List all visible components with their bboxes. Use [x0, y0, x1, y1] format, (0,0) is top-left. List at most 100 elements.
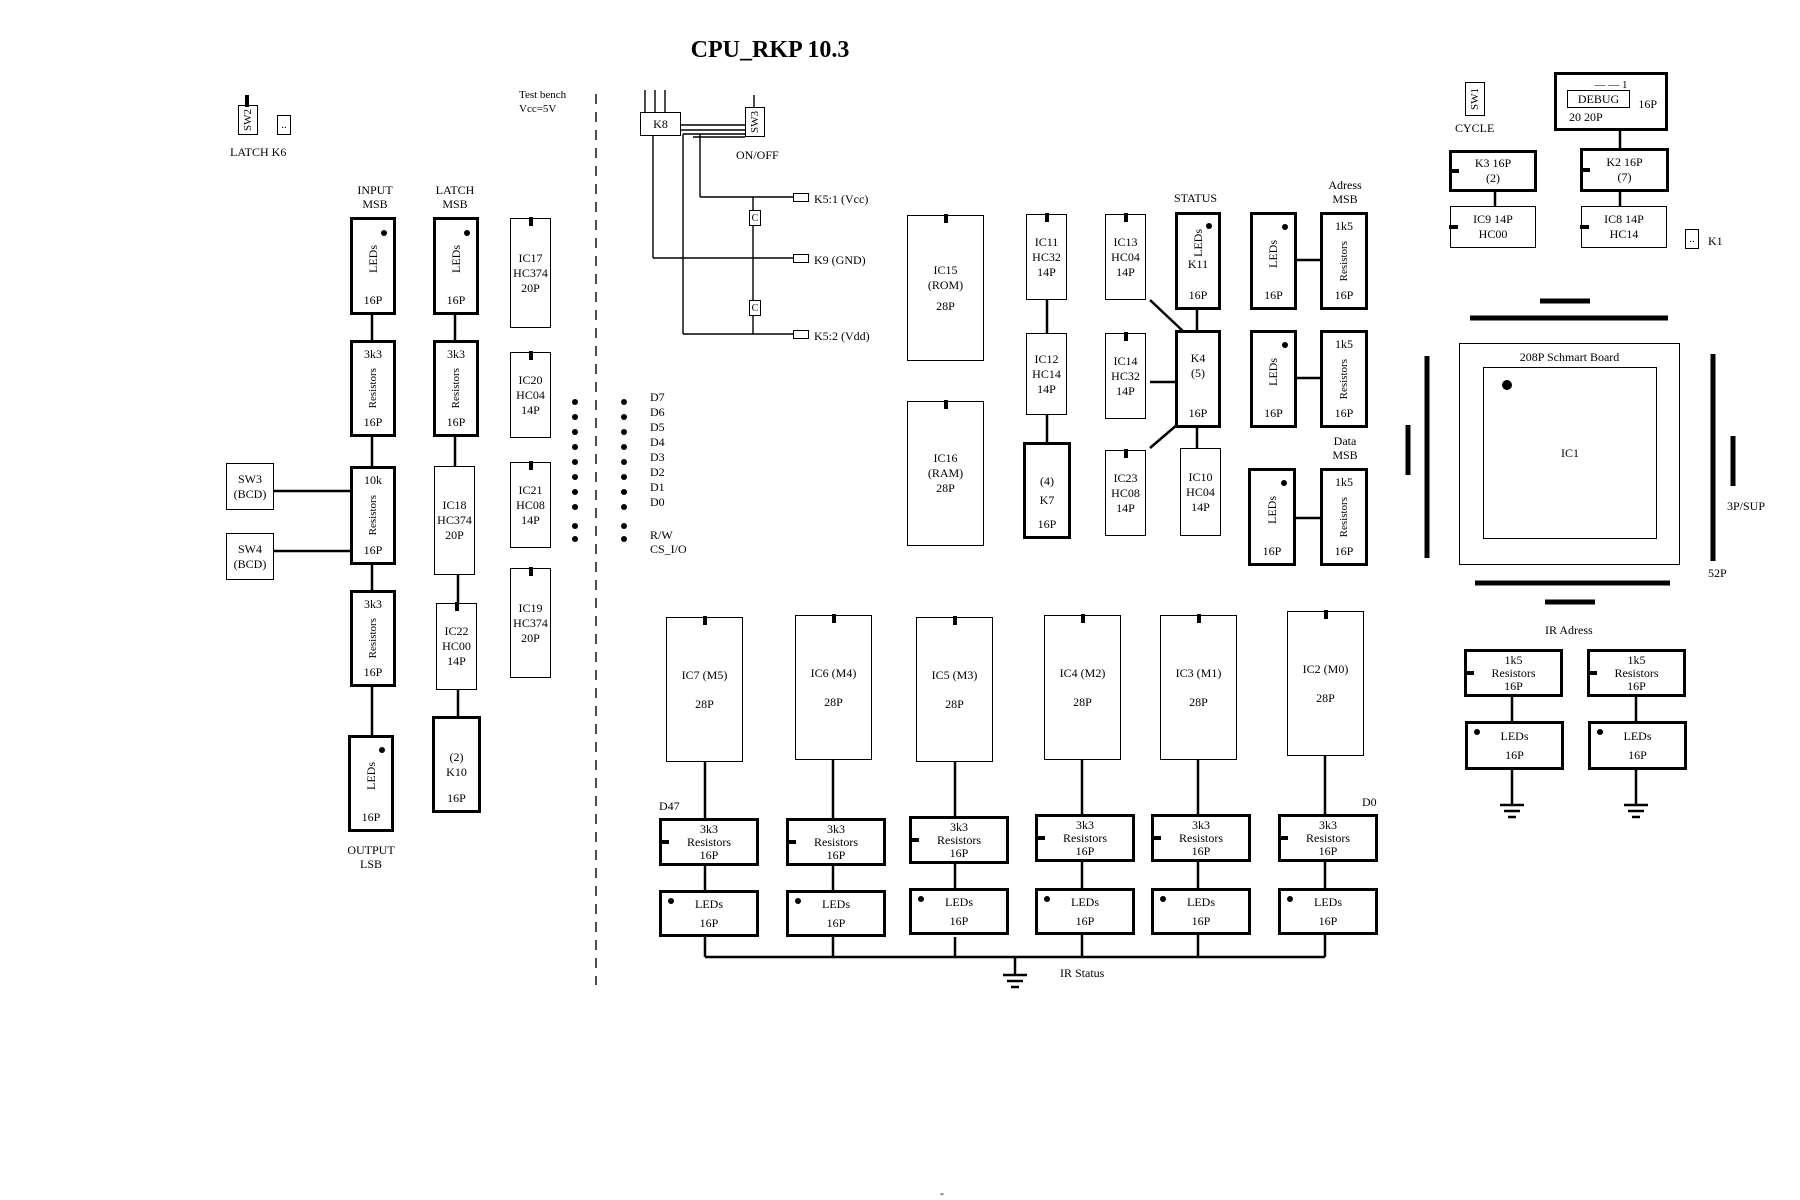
- bus-pin: [572, 536, 578, 542]
- resistors-label: Resistors: [936, 832, 981, 847]
- input-leds: LEDs 16P: [350, 217, 396, 315]
- ir-adress-resistors-2: 1k5 Resistors 16P: [1587, 649, 1686, 697]
- ic-pins: 14P: [1037, 264, 1056, 279]
- bus-pin: [572, 523, 578, 529]
- ic-pins: 20P: [521, 630, 540, 645]
- capacitor-1: C: [749, 210, 761, 226]
- debug-label: DEBUG: [1577, 91, 1620, 106]
- sw1-cycle-switch[interactable]: SW1: [1465, 82, 1485, 116]
- sw2-switch[interactable]: SW2: [238, 105, 258, 135]
- m5-leds: LEDs 16P: [659, 890, 759, 937]
- k7-connector: (4) K7 16P: [1023, 442, 1071, 539]
- output-lsb-header: OUTPUT LSB: [345, 843, 397, 871]
- pin1-dot: [1282, 224, 1288, 230]
- m1-resistors: 3k3 Resistors 16P: [1151, 814, 1251, 862]
- pin1-dot: [1160, 896, 1166, 902]
- pin1-notch: [528, 567, 533, 576]
- leds-label: LEDs: [695, 896, 723, 911]
- latch-resistors: 3k3 Resistors 16P: [433, 340, 479, 437]
- pin1-notch: [454, 602, 459, 611]
- vcc-5v-label: Vcc=5V: [519, 103, 557, 115]
- conn-pins: 16P: [1188, 406, 1208, 420]
- ic-pins: 28P: [1316, 690, 1335, 705]
- ic-type: HC04: [1186, 484, 1215, 499]
- conn-count: (5): [1191, 366, 1205, 380]
- ic-type: HC374: [513, 615, 548, 630]
- ic16-ram: IC16 (RAM) 28P: [907, 400, 984, 546]
- switch-name: SW3: [238, 471, 262, 486]
- sw3-power-switch[interactable]: SW3: [745, 107, 765, 137]
- pin1-notch: [528, 217, 533, 226]
- bus-pin: [621, 444, 627, 450]
- pins-label: 16P: [1191, 913, 1211, 928]
- bus-pin: [572, 504, 578, 510]
- pins-label: 16P: [699, 847, 719, 862]
- schmart-board-label: 208P Schmart Board: [1519, 350, 1620, 364]
- pins-label: 16P: [1505, 747, 1524, 762]
- sw3-bcd-switch[interactable]: SW3 (BCD): [226, 463, 274, 510]
- ic-pins: 14P: [1116, 383, 1135, 398]
- conn-name: K11: [1187, 256, 1209, 271]
- value-label: 10k: [364, 473, 382, 487]
- resistors-label: Resistors: [449, 368, 462, 409]
- m0-leds: LEDs 16P: [1278, 888, 1378, 935]
- conn-pins: 16P: [1037, 517, 1057, 531]
- ic-type: HC04: [1111, 249, 1140, 264]
- status-leds-k11: LEDs K11 16P: [1175, 212, 1221, 310]
- ic21-chip: IC21 HC08 14P: [510, 461, 551, 548]
- leds-label: LEDs: [1187, 894, 1215, 909]
- m3-resistors: 3k3 Resistors 16P: [909, 816, 1009, 864]
- pins-label: 16P: [363, 665, 383, 679]
- pin1-notch: [910, 838, 919, 842]
- resistors-label: Resistors: [1491, 665, 1536, 680]
- pins-label: 16P: [826, 847, 846, 862]
- resistors-label: Resistors: [1305, 830, 1350, 845]
- conn-name: K3 16P: [1474, 156, 1512, 170]
- adress-lsb-resistors: 1k5 Resistors 16P: [1320, 330, 1368, 428]
- conn-name: K8: [653, 116, 668, 131]
- ic-pins: 14P: [521, 402, 540, 417]
- conn-name: K7: [1039, 492, 1055, 507]
- ic-pins: 28P: [824, 694, 843, 709]
- data-msb-header: Data MSB: [1322, 434, 1368, 462]
- switch-name: SW3: [748, 111, 761, 133]
- bus-pin: [572, 474, 578, 480]
- sw4-bcd-switch[interactable]: SW4 (BCD): [226, 533, 274, 580]
- ic-name: IC16: [933, 451, 958, 465]
- debug-button[interactable]: DEBUG: [1567, 90, 1630, 108]
- pin1-dot: [381, 230, 387, 236]
- resistors-label: Resistors: [1614, 665, 1659, 680]
- ic-name: IC1: [1561, 445, 1579, 460]
- pin1-dot: [1282, 342, 1288, 348]
- ic-name: IC18: [442, 498, 467, 512]
- bus-pin: [572, 489, 578, 495]
- switch-name: SW4: [238, 541, 262, 556]
- data-leds: LEDs 16P: [1248, 468, 1296, 566]
- leds-label: LEDs: [365, 245, 380, 273]
- leds-label: LEDs: [822, 896, 850, 911]
- bcd-resistors-10k: 10k Resistors 16P: [350, 466, 396, 565]
- pin1-dot: [1281, 480, 1287, 486]
- ic-name: IC2 (M0): [1302, 661, 1349, 676]
- latch-leds: LEDs 16P: [433, 217, 479, 315]
- leds-label: LEDs: [1266, 358, 1280, 386]
- leds-label: LEDs: [1500, 728, 1529, 743]
- ic-name: IC12: [1034, 351, 1059, 366]
- pins-label: 16P: [1191, 843, 1211, 858]
- value-label: 3k3: [950, 819, 968, 834]
- leds-label: LEDs: [1264, 496, 1279, 524]
- k4-connector: K4 (5) 16P: [1175, 330, 1221, 428]
- pin1-notch: [1588, 671, 1597, 675]
- pin1-notch: [1152, 836, 1161, 840]
- pin1-notch: [1279, 836, 1288, 840]
- adress-leds: LEDs 16P: [1250, 212, 1297, 310]
- pin1-notch: [1123, 213, 1128, 222]
- adress-lsb-leds: LEDs 16P: [1250, 330, 1297, 428]
- cycle-label: CYCLE: [1455, 121, 1495, 135]
- d0-right-label: D0: [1362, 795, 1377, 809]
- conn-name: K10: [446, 764, 467, 779]
- m4-resistors: 3k3 Resistors 16P: [786, 818, 886, 866]
- pins-label: 16P: [1318, 843, 1338, 858]
- bus-pin: [621, 414, 627, 420]
